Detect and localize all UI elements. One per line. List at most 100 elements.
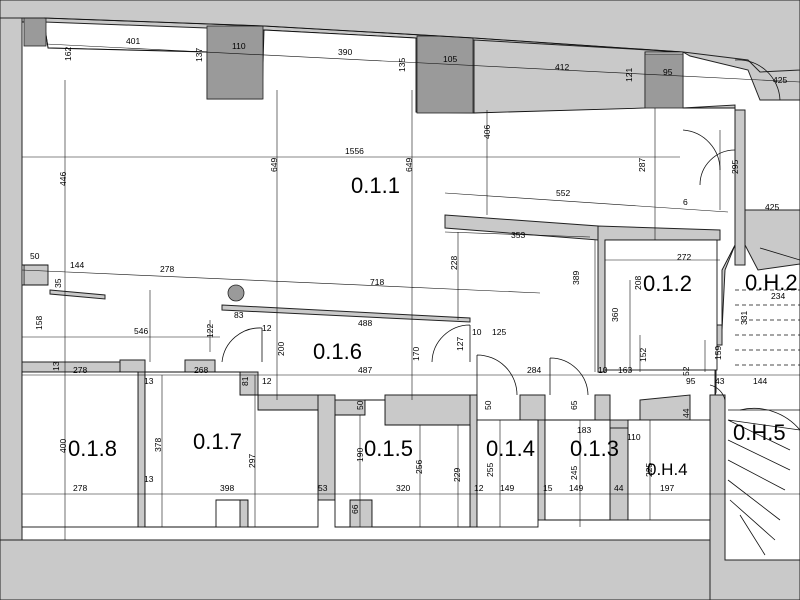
dimension-label: 245 [569, 466, 579, 480]
dimension-label: 13 [51, 361, 61, 371]
room-label-0-1-3: 0.1.3 [570, 436, 619, 461]
dimension-label: 159 [713, 346, 723, 360]
dimension-label: 649 [269, 158, 279, 172]
dimension-label: 144 [753, 376, 767, 386]
dimension-label: 149 [569, 483, 583, 493]
dimension-label: 10 [598, 365, 608, 375]
dimension-label: 278 [73, 365, 87, 375]
room-label-0-1-1: 0.1.1 [351, 173, 400, 198]
dimension-label: 255 [485, 463, 495, 477]
dimension-label: 200 [276, 342, 286, 356]
dimension-label: 360 [610, 308, 620, 322]
dimension-label: 718 [370, 277, 384, 287]
left-wall [0, 17, 23, 541]
partition [119, 359, 146, 373]
dimension-label: 268 [194, 365, 208, 375]
dimension-label: 272 [677, 252, 691, 262]
door-swing [699, 149, 736, 186]
dimension-label: 320 [396, 483, 410, 493]
dimension-label: 228 [449, 256, 459, 270]
pillar [23, 15, 47, 47]
dimension-label: 331 [739, 311, 749, 325]
dimension-label: 95 [663, 67, 673, 77]
room-label-0-1-7: 0.1.7 [193, 429, 242, 454]
dimension-label: 10 [472, 327, 482, 337]
room-label-0-h-2: 0.H.2 [745, 270, 798, 295]
dimension-label: 256 [414, 460, 424, 474]
room-label-0-h-4: 0.H.4 [647, 460, 688, 479]
door-swing [221, 327, 263, 363]
dimension-label: 152 [638, 348, 648, 362]
room-area [476, 419, 539, 528]
dimension-label: 546 [134, 326, 148, 336]
dimension-label: 144 [70, 260, 84, 270]
dimension-label: 95 [686, 376, 696, 386]
dimension-label: 15 [543, 483, 553, 493]
room-label-0-1-5: 0.1.5 [364, 436, 413, 461]
dimension-label: 278 [73, 483, 87, 493]
dimension-label: 149 [500, 483, 514, 493]
door-swing [682, 129, 721, 171]
stair-spiral [727, 409, 800, 556]
stair-line [759, 247, 800, 261]
dimension-label: 487 [358, 365, 372, 375]
dimension-label: 197 [660, 483, 674, 493]
dimension-label: 401 [126, 36, 140, 46]
dimension-label: 425 [765, 202, 779, 212]
room-area [334, 399, 471, 528]
dimension-label: 121 [624, 68, 634, 82]
dimension-labels: 401 110 390 105 412 95 425 162 137 135 1… [30, 36, 787, 514]
dimension-label: 208 [633, 276, 643, 290]
partition [49, 289, 106, 300]
dimension-label: 649 [404, 158, 414, 172]
dimension-label: 284 [527, 365, 541, 375]
dimension-label: 295 [730, 160, 740, 174]
dimension-label: 122 [205, 324, 215, 338]
dimension-label: 390 [338, 47, 352, 57]
dimension-label: 287 [637, 158, 647, 172]
right-wall [734, 109, 746, 266]
dimension-label: 44 [681, 408, 691, 418]
dimension-label: 50 [30, 251, 40, 261]
dimension-label: 1556 [345, 146, 364, 156]
column-round [227, 284, 245, 302]
room-area [627, 419, 711, 521]
door-swing [709, 384, 726, 401]
partition [537, 419, 546, 521]
room-label-0-1-4: 0.1.4 [486, 436, 535, 461]
dimension-label: 163 [618, 365, 632, 375]
room-label-0-h-5: 0.H.5 [733, 420, 786, 445]
bottom-wall [0, 539, 711, 600]
partition [137, 371, 146, 528]
dimension-label: 162 [63, 47, 73, 61]
dimension-label: 398 [220, 483, 234, 493]
dimension-label: 127 [455, 337, 465, 351]
dimension-label: 137 [194, 48, 204, 62]
room-area [604, 239, 718, 371]
dimension-label: 52 [681, 366, 691, 376]
dimension-label: 43 [715, 376, 725, 386]
dimension-label: 229 [452, 468, 462, 482]
dimension-label: 50 [483, 400, 493, 410]
room-area [544, 419, 611, 521]
stair-wall [709, 394, 800, 600]
dimension-label: 6 [683, 197, 688, 207]
dimension-label: 400 [58, 439, 68, 453]
pillar [206, 25, 264, 100]
room-area [21, 371, 139, 528]
dimension-label: 66 [350, 504, 360, 514]
dimension-label: 35 [53, 278, 63, 288]
dimension-label: 50 [355, 400, 365, 410]
dimension-label: 297 [247, 454, 257, 468]
dimension-label: 425 [773, 75, 787, 85]
dimension-label: 12 [474, 483, 484, 493]
dimension-label: 105 [443, 54, 457, 64]
dimension-label: 389 [571, 271, 581, 285]
partition [221, 304, 471, 323]
dimension-label: 12 [262, 323, 272, 333]
door-swing [431, 324, 471, 363]
dimension-label: 13 [144, 376, 154, 386]
stair-outline [735, 289, 800, 366]
dimension-label: 12 [262, 376, 272, 386]
dimension-label: 81 [240, 376, 250, 386]
